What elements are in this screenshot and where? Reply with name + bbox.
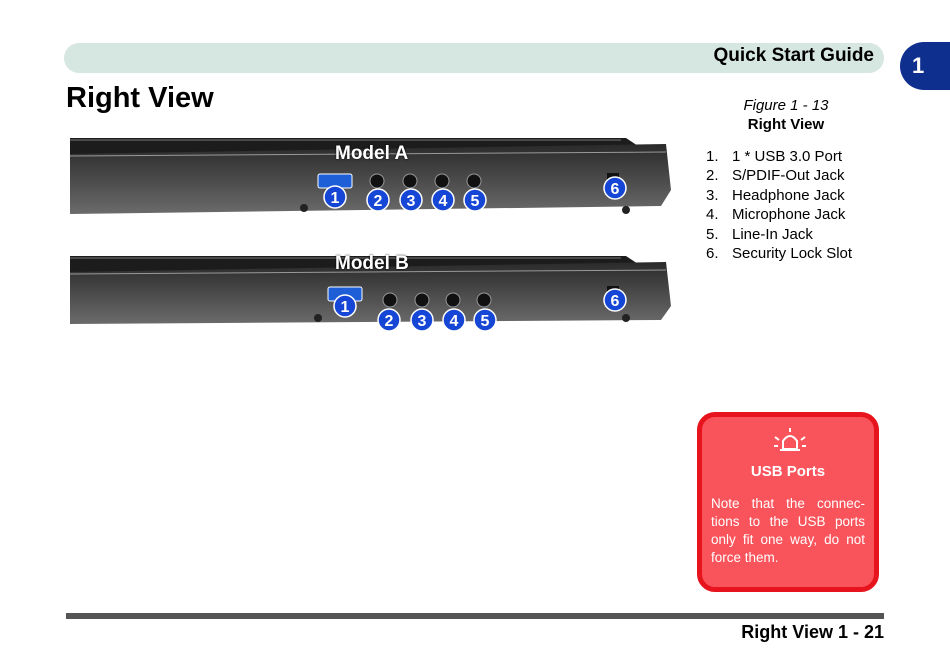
svg-text:5: 5 [481, 313, 490, 330]
callout-a-4: 4 [431, 188, 455, 212]
callout-a-6: 6 [603, 176, 627, 200]
header-bar [64, 43, 884, 73]
figure-title: Right View [747, 116, 825, 133]
model-a-label: Model A [335, 143, 409, 164]
legend-item: 1.1 * USB 3.0 Port [706, 148, 843, 165]
callout-b-5: 5 [473, 308, 497, 332]
page-title: Right View [66, 82, 214, 114]
callout-b-1: 1 [333, 294, 357, 318]
legend-item: 2.S/PDIF-Out Jack [706, 167, 845, 185]
header-title: Quick Start Guide [713, 45, 874, 66]
footer-page-label: Right View 1 - 21 [741, 622, 884, 642]
model-b-label: Model B [335, 253, 409, 274]
legend-item: 4.Microphone Jack [706, 206, 846, 224]
callout-b-3: 3 [410, 308, 434, 332]
svg-text:4: 4 [439, 193, 448, 210]
svg-text:6: 6 [611, 293, 620, 310]
chapter-number: 1 [912, 53, 925, 78]
svg-text:5: 5 [471, 193, 480, 210]
svg-text:4: 4 [450, 313, 459, 330]
svg-text:1: 1 [341, 299, 350, 316]
svg-text:2: 2 [385, 313, 394, 330]
legend-item: 3.Headphone Jack [706, 186, 845, 204]
legend-item: 6.Security Lock Slot [706, 244, 853, 262]
svg-text:3: 3 [407, 193, 416, 210]
callout-a-1: 1 [323, 185, 347, 209]
usb-ports-note-box: USB Ports Note that the connec- tions to… [697, 412, 879, 592]
laptop-model-b-illustration [66, 240, 676, 326]
footer-rule [66, 613, 884, 619]
laptop-model-a-illustration [66, 130, 676, 216]
callout-a-5: 5 [463, 188, 487, 212]
figure-legend: 1.1 * USB 3.0 Port 2.S/PDIF-Out Jack 3.H… [706, 148, 852, 264]
legend-item: 5.Line-In Jack [706, 225, 813, 243]
figure-number: Figure 1 - 13 [743, 97, 829, 114]
note-text: Note that the connec- tions to the USB p… [711, 496, 865, 565]
svg-text:1: 1 [331, 190, 340, 207]
callout-b-6: 6 [603, 288, 627, 312]
alarm-bell-icon [774, 428, 806, 451]
callout-b-4: 4 [442, 308, 466, 332]
chapter-tab[interactable]: 1 [900, 42, 950, 90]
callout-a-2: 2 [366, 188, 390, 212]
svg-text:3: 3 [418, 313, 427, 330]
callout-a-3: 3 [399, 188, 423, 212]
svg-text:6: 6 [611, 181, 620, 198]
note-title: USB Ports [750, 463, 826, 480]
callout-b-2: 2 [377, 308, 401, 332]
svg-text:2: 2 [374, 193, 383, 210]
